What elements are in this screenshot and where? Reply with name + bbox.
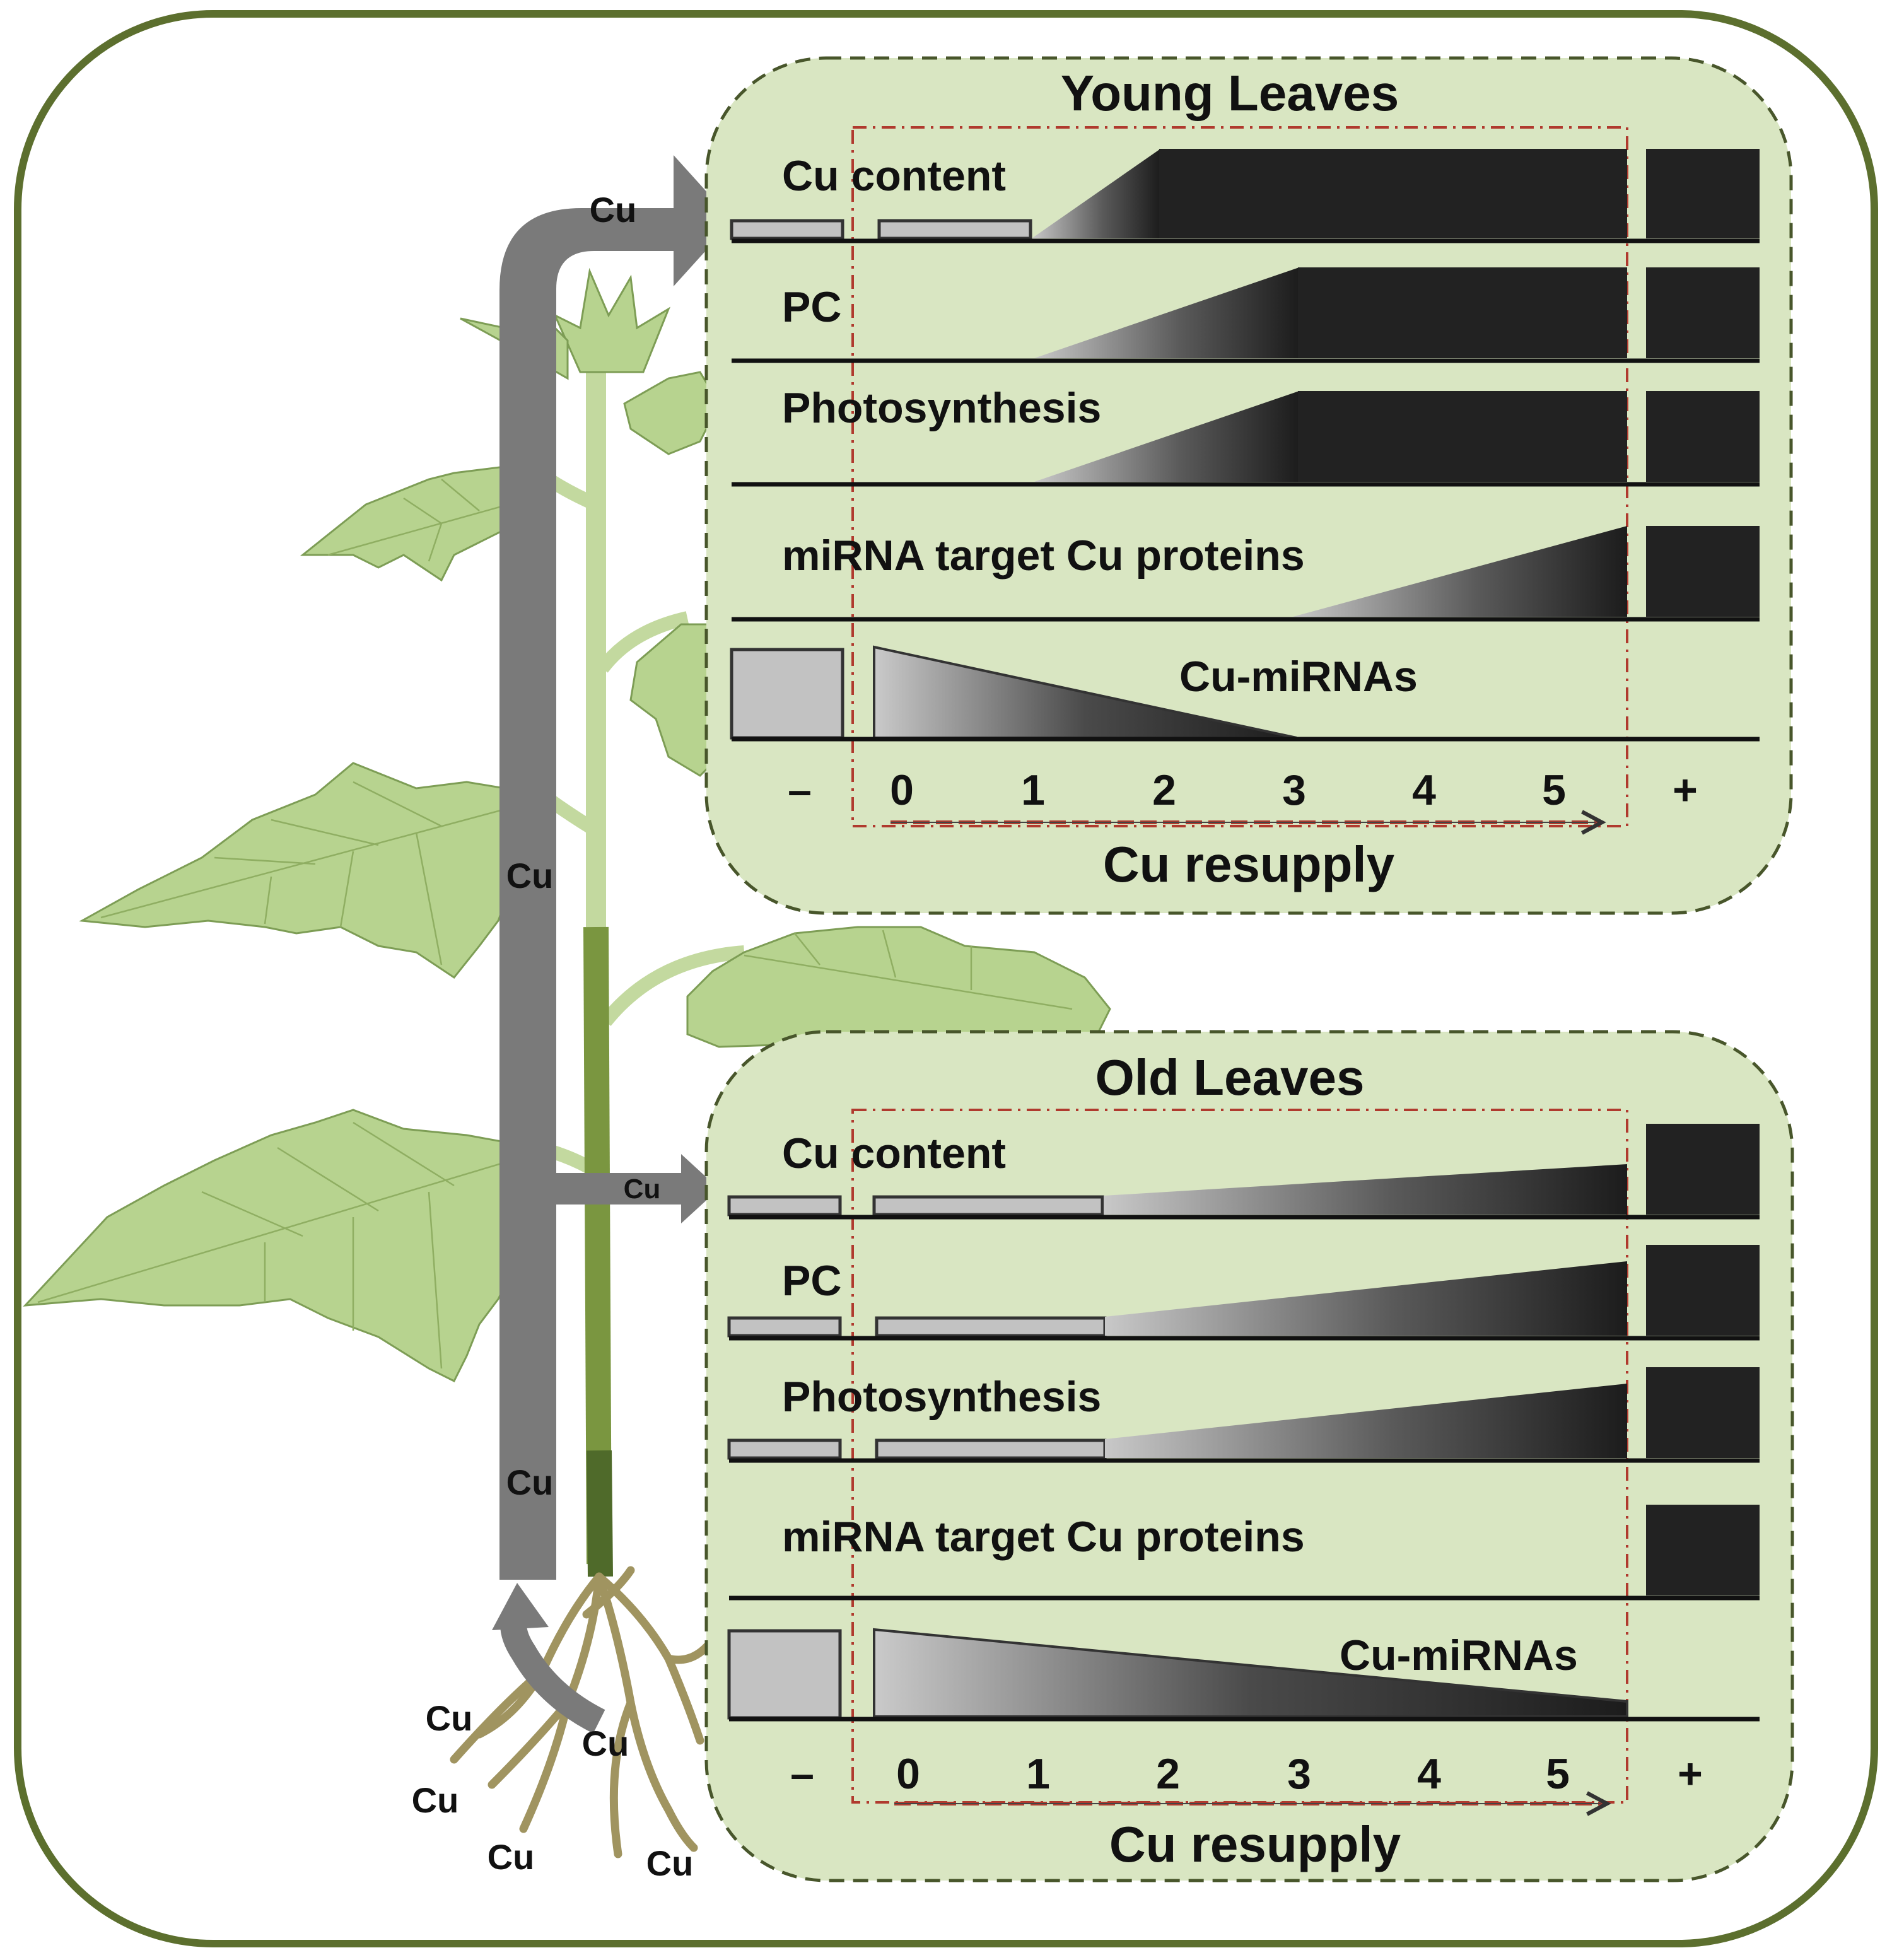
axis-label: Cu resupply bbox=[1109, 1816, 1401, 1872]
axis-tick: 2 bbox=[1152, 766, 1176, 814]
row-label: Photosynthesis bbox=[782, 1373, 1101, 1421]
bar-minus bbox=[727, 1438, 842, 1460]
root-cu-label: Cu bbox=[582, 1724, 629, 1763]
axis-tick: 0 bbox=[896, 1750, 920, 1798]
bar-low bbox=[877, 219, 1032, 240]
root bbox=[609, 1698, 635, 1858]
bar-ramp bbox=[1034, 267, 1299, 358]
cu-label-branch: Cu bbox=[624, 1174, 661, 1205]
cu-label-top: Cu bbox=[590, 190, 637, 230]
bar-ramp bbox=[1104, 1164, 1627, 1215]
bar-plateau bbox=[1298, 391, 1627, 482]
cu-label-trunk-lower: Cu bbox=[506, 1462, 554, 1502]
main-stem-base bbox=[587, 1450, 613, 1577]
branch-stem bbox=[600, 945, 745, 1026]
axis-tick: + bbox=[1673, 766, 1698, 814]
panel-title: Old Leaves bbox=[1095, 1049, 1365, 1105]
bar-low bbox=[872, 1195, 1104, 1216]
axis-label: Cu resupply bbox=[1103, 836, 1395, 892]
leaf-vein bbox=[100, 781, 537, 965]
panel-young-leaves: Young Leaves Cu content PC Photosynthesi… bbox=[704, 56, 1793, 915]
row-label: PC bbox=[782, 283, 841, 331]
cu-transport-arrows: Cu Cu Cu Cu Cu Cu Cu Cu Cu bbox=[412, 155, 733, 1883]
leaf bbox=[300, 465, 551, 582]
bar-minus bbox=[730, 219, 844, 240]
panel-old-leaves: Old Leaves Cu content PC Photosynthesis … bbox=[704, 1030, 1794, 1882]
row-label: Cu content bbox=[782, 152, 1006, 200]
leaf-vein bbox=[744, 930, 1073, 1010]
resupply-window-box bbox=[851, 1109, 1628, 1804]
cu-label-trunk: Cu bbox=[506, 856, 554, 895]
row-label: Cu-miRNAs bbox=[1179, 653, 1418, 701]
axis-tick: – bbox=[788, 766, 812, 814]
bar-minus bbox=[727, 1195, 842, 1216]
axis-tick: + bbox=[1678, 1750, 1703, 1798]
row-label: PC bbox=[782, 1257, 841, 1305]
root-cu-label: Cu bbox=[412, 1780, 459, 1820]
bar-plus bbox=[1646, 1124, 1760, 1215]
bar-plus bbox=[1646, 1505, 1760, 1595]
bar-ramp bbox=[1034, 391, 1299, 482]
root-cu-label: Cu bbox=[646, 1843, 694, 1883]
bar-plus bbox=[1646, 149, 1760, 238]
bar-plus bbox=[1646, 391, 1760, 482]
leaf bbox=[686, 926, 1111, 1048]
bar-minus bbox=[730, 648, 844, 740]
axis-tick: 4 bbox=[1412, 766, 1436, 814]
cu-flow-arrow-old bbox=[556, 1154, 719, 1223]
axis-tick: 3 bbox=[1287, 1750, 1311, 1798]
panel-title: Young Leaves bbox=[1061, 65, 1399, 121]
row-label: Cu content bbox=[782, 1129, 1006, 1177]
row-label: Photosynthesis bbox=[782, 384, 1101, 432]
axis-tick: 2 bbox=[1156, 1750, 1180, 1798]
bar-minus bbox=[727, 1316, 842, 1338]
bar-plus bbox=[1646, 526, 1760, 617]
bar-ramp bbox=[1293, 526, 1627, 617]
bar-low bbox=[875, 1316, 1107, 1338]
root bbox=[595, 1572, 698, 1852]
row-label: Cu-miRNAs bbox=[1340, 1631, 1578, 1679]
axis-tick: 0 bbox=[890, 766, 914, 814]
bar-ramp-down bbox=[873, 1628, 1628, 1718]
bar-plus bbox=[1646, 1245, 1760, 1336]
axis-tick: 5 bbox=[1546, 1750, 1570, 1798]
leaf bbox=[79, 762, 544, 979]
axis-tick: – bbox=[790, 1750, 814, 1798]
leaf bbox=[23, 1109, 537, 1383]
bar-plus bbox=[1646, 267, 1760, 358]
bar-low bbox=[875, 1438, 1107, 1460]
bar-ramp bbox=[1032, 149, 1160, 238]
row-label: miRNA target Cu proteins bbox=[782, 532, 1305, 580]
leaf-vein bbox=[327, 479, 543, 562]
leaf bbox=[552, 267, 671, 373]
axis-tick: 3 bbox=[1282, 766, 1306, 814]
bar-ramp bbox=[1105, 1261, 1627, 1336]
axis-tick: 5 bbox=[1542, 766, 1566, 814]
cu-flow-arrow-young bbox=[499, 155, 733, 1580]
axis-tick: 1 bbox=[1021, 766, 1045, 814]
root-cu-label: Cu bbox=[426, 1698, 473, 1738]
branch-stem bbox=[597, 611, 689, 673]
row-label: miRNA target Cu proteins bbox=[782, 1513, 1305, 1561]
bar-plus bbox=[1646, 1367, 1760, 1458]
axis-tick: 4 bbox=[1417, 1750, 1441, 1798]
bar-minus bbox=[727, 1629, 842, 1720]
bar-plateau bbox=[1298, 267, 1627, 358]
root-cu-label: Cu bbox=[488, 1837, 535, 1877]
bar-ramp bbox=[1105, 1384, 1627, 1458]
cu-uptake-arrowhead bbox=[492, 1583, 549, 1630]
leaf-vein bbox=[37, 1121, 534, 1369]
axis-tick: 1 bbox=[1026, 1750, 1050, 1798]
bar-plateau bbox=[1159, 149, 1627, 238]
cu-uptake-arrow bbox=[500, 1614, 605, 1734]
root bbox=[582, 1566, 635, 1619]
